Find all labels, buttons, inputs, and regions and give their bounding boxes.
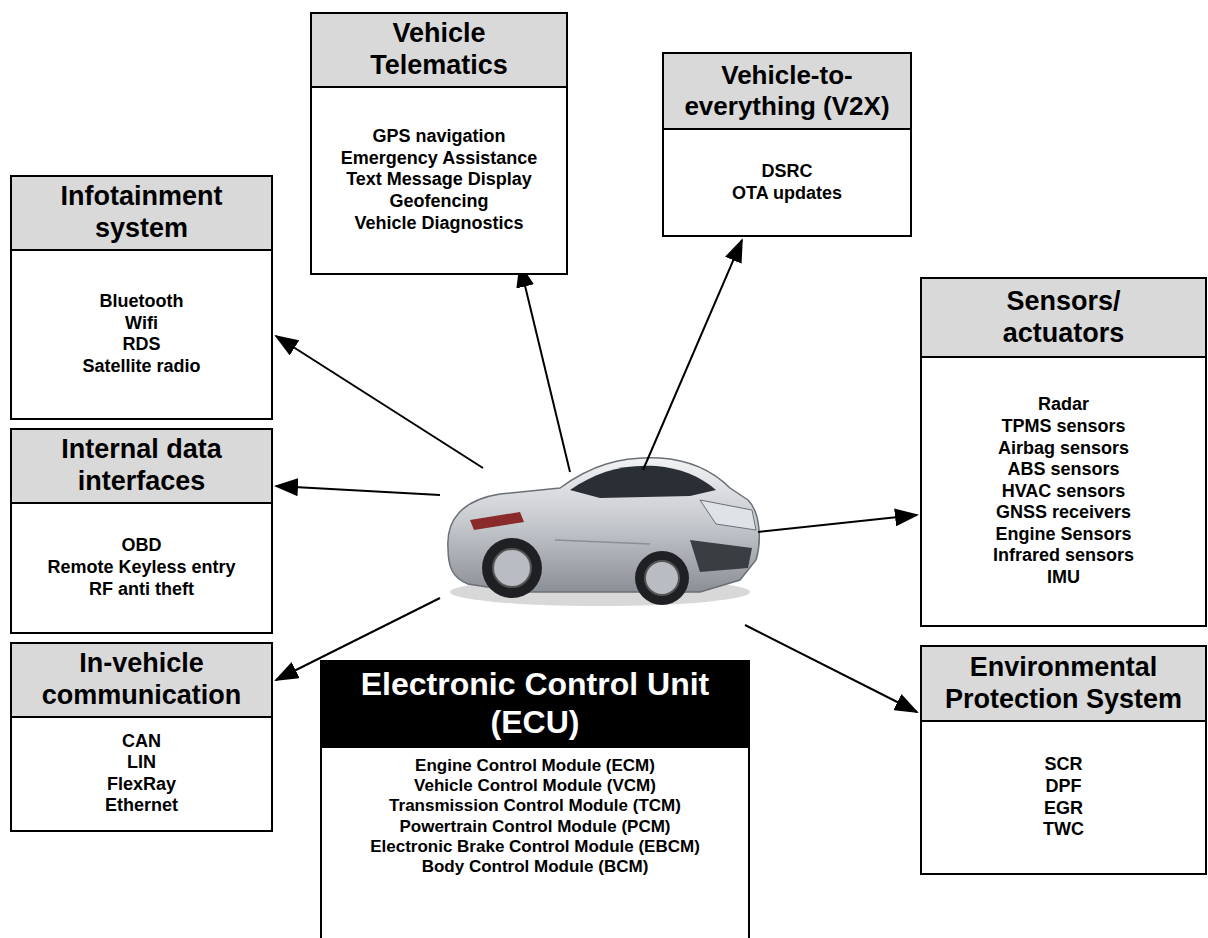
heading-text: Vehicle-to-everything (V2X) xyxy=(670,60,904,121)
list-item: ABS sensors xyxy=(928,459,1199,481)
list-item: Wifi xyxy=(18,313,265,335)
arrow-lines xyxy=(276,240,917,712)
list-item: OBD xyxy=(18,535,265,557)
group-heading: Sensors/ actuators xyxy=(920,277,1207,358)
list-item: Radar xyxy=(928,394,1199,416)
list-item: Text Message Display xyxy=(318,169,560,191)
heading-text: Environmental Protection System xyxy=(934,652,1194,716)
list-item: Remote Keyless entry xyxy=(18,557,265,579)
list-item: FlexRay xyxy=(18,774,265,796)
item-list: GPS navigationEmergency AssistanceText M… xyxy=(310,88,568,275)
car xyxy=(448,458,759,606)
list-item: EGR xyxy=(928,798,1199,820)
communication-box: In-vehicle communicationCANLINFlexRayEth… xyxy=(10,642,273,832)
list-item: LIN xyxy=(18,752,265,774)
list-item: Engine Control Module (ECM) xyxy=(328,756,742,776)
list-item: OTA updates xyxy=(670,183,904,205)
list-item: Ethernet xyxy=(18,795,265,817)
heading-text: Internal data interfaces xyxy=(37,434,247,498)
list-item: Airbag sensors xyxy=(928,438,1199,460)
telematics-box: Vehicle TelematicsGPS navigationEmergenc… xyxy=(310,12,568,275)
list-item: Electronic Brake Control Module (EBCM) xyxy=(328,837,742,857)
list-item: GPS navigation xyxy=(318,126,560,148)
list-item: GNSS receivers xyxy=(928,502,1199,524)
group-heading: In-vehicle communication xyxy=(10,642,273,718)
list-item: HVAC sensors xyxy=(928,481,1199,503)
item-list: SCRDPFEGRTWC xyxy=(920,722,1207,875)
heading-text: Sensors/ actuators xyxy=(974,286,1154,350)
item-list: DSRCOTA updates xyxy=(662,130,912,237)
ecu-box: Electronic Control Unit (ECU)Engine Cont… xyxy=(320,660,750,938)
list-item: SCR xyxy=(928,754,1199,776)
list-item: Vehicle Diagnostics xyxy=(318,213,560,235)
list-item: TWC xyxy=(928,819,1199,841)
list-item: Transmission Control Module (TCM) xyxy=(328,796,742,816)
heading-text: In-vehicle communication xyxy=(18,648,265,712)
list-item: Engine Sensors xyxy=(928,524,1199,546)
item-list: Engine Control Module (ECM)Vehicle Contr… xyxy=(320,748,750,938)
item-list: BluetoothWifiRDSSatellite radio xyxy=(10,251,273,420)
sensors-box: Sensors/ actuatorsRadarTPMS sensorsAirba… xyxy=(920,277,1207,627)
list-item: DPF xyxy=(928,776,1199,798)
environment-box: Environmental Protection SystemSCRDPFEGR… xyxy=(920,645,1207,875)
interfaces-box: Internal data interfacesOBDRemote Keyles… xyxy=(10,428,273,634)
list-item: Powertrain Control Module (PCM) xyxy=(328,817,742,837)
item-list: RadarTPMS sensorsAirbag sensorsABS senso… xyxy=(920,358,1207,627)
group-heading: Electronic Control Unit (ECU) xyxy=(320,660,750,748)
list-item: CAN xyxy=(18,731,265,753)
list-item: RF anti theft xyxy=(18,579,265,601)
list-item: Geofencing xyxy=(318,191,560,213)
item-list: CANLINFlexRayEthernet xyxy=(10,718,273,832)
group-heading: Environmental Protection System xyxy=(920,645,1207,722)
infotainment-box: Infotainment systemBluetoothWifiRDSSatel… xyxy=(10,175,273,420)
group-heading: Internal data interfaces xyxy=(10,428,273,504)
list-item: DSRC xyxy=(670,161,904,183)
list-item: TPMS sensors xyxy=(928,416,1199,438)
list-item: Emergency Assistance xyxy=(318,148,560,170)
item-list: OBDRemote Keyless entryRF anti theft xyxy=(10,504,273,634)
heading-text: Electronic Control Unit (ECU) xyxy=(328,666,742,742)
group-heading: Vehicle Telematics xyxy=(310,12,568,88)
heading-text: Infotainment system xyxy=(37,181,247,245)
list-item: Infrared sensors xyxy=(928,545,1199,567)
v2x-box: Vehicle-to-everything (V2X) DSRCOTA updat… xyxy=(662,52,912,237)
heading-text: Vehicle Telematics xyxy=(344,18,534,82)
group-heading: Infotainment system xyxy=(10,175,273,251)
list-item: Vehicle Control Module (VCM) xyxy=(328,776,742,796)
list-item: Body Control Module (BCM) xyxy=(328,857,742,877)
list-item: Satellite radio xyxy=(18,356,265,378)
list-item: IMU xyxy=(928,567,1199,589)
group-heading: Vehicle-to-everything (V2X) xyxy=(662,52,912,130)
list-item: Bluetooth xyxy=(18,291,265,313)
list-item: RDS xyxy=(18,334,265,356)
